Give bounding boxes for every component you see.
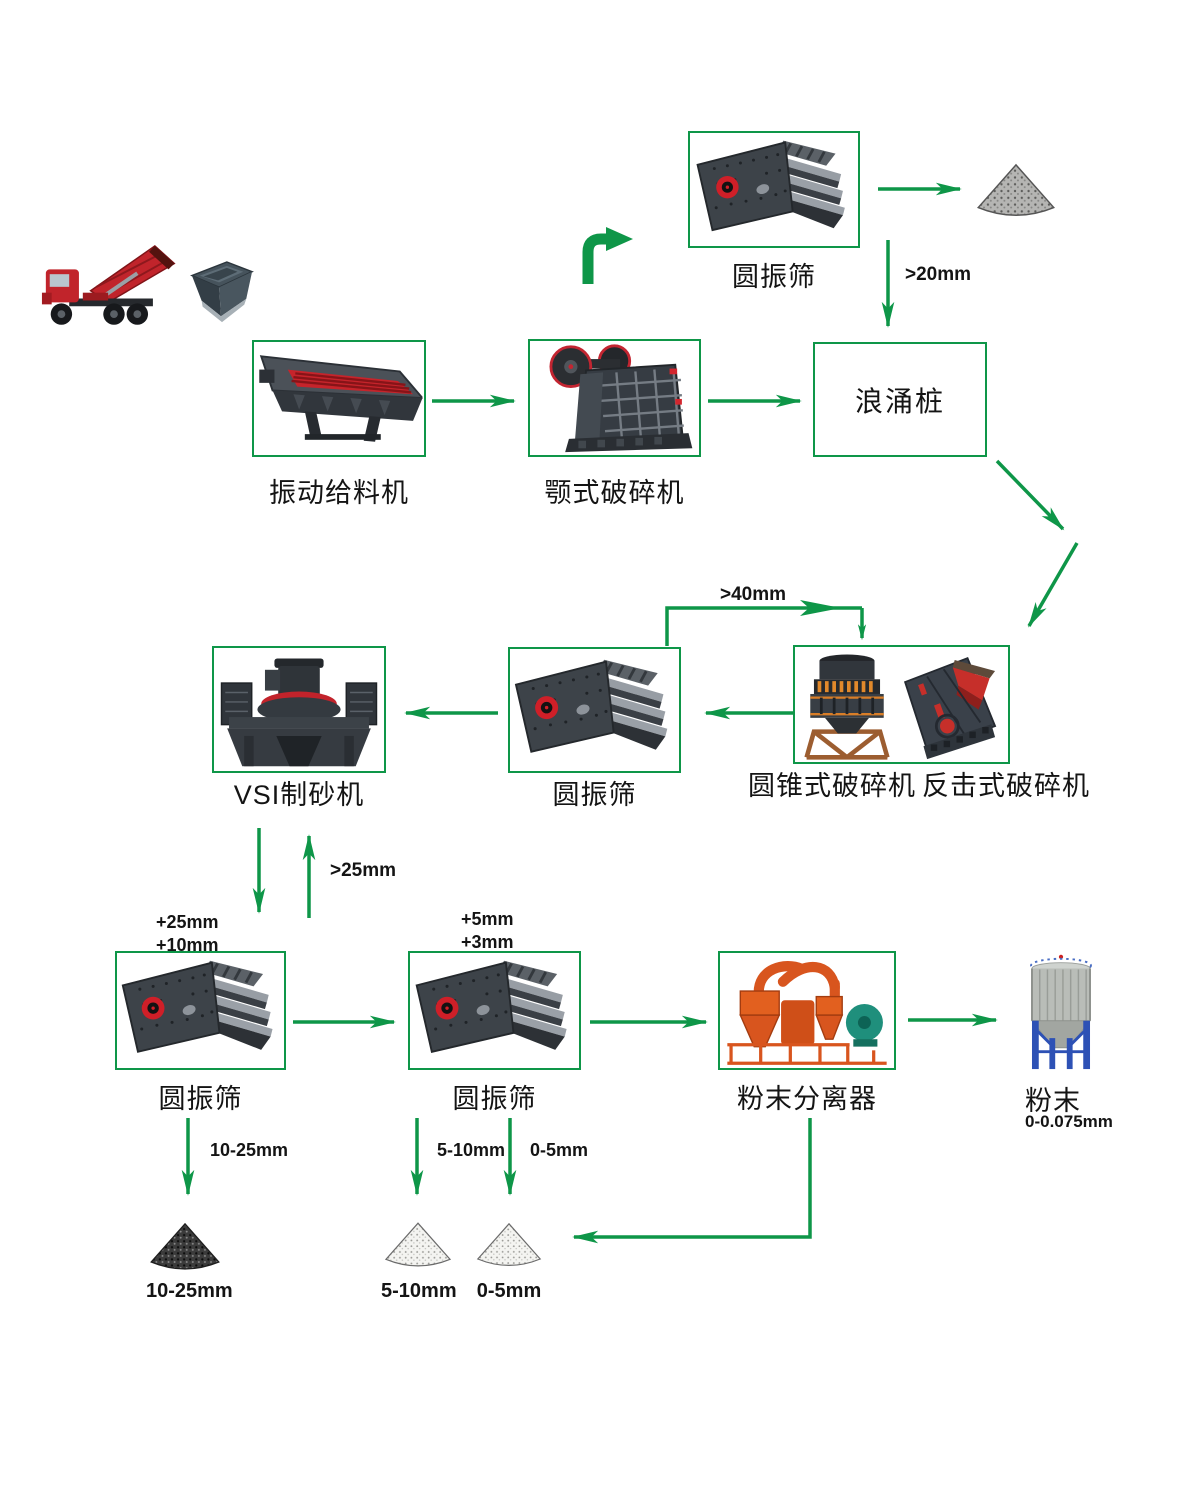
arrow-turn-up-right-head — [606, 227, 633, 251]
impact-crusher-label: 反击式破碎机 — [922, 771, 1090, 801]
arrow-separator-return — [572, 1118, 812, 1244]
powder-silo-label: 粉末 — [1025, 1086, 1081, 1116]
pile-5-10-label: 5-10mm — [381, 1280, 457, 1302]
flow-label-plus3: +3mm — [461, 931, 514, 952]
hopper-image — [190, 260, 254, 328]
vibrating-feeder-image — [255, 343, 423, 455]
gravel-pile-top-image — [972, 162, 1060, 224]
flow-label-plus5: +5mm — [461, 909, 514, 929]
screen-mid-label: 圆振筛 — [552, 780, 637, 810]
flow-label-over25: >25mm — [330, 860, 397, 881]
vibrating-screen-image — [512, 654, 677, 767]
arrow-surge-diagonal-2 — [1027, 542, 1079, 628]
pile-10-25-label: 10-25mm — [146, 1280, 233, 1302]
pile-5-10-image — [381, 1217, 455, 1277]
arrow-surge-diagonal-1 — [995, 459, 1065, 531]
vibrating-screen-image — [692, 135, 856, 245]
flow-label-plus25-plus10: +25mm +10mm — [156, 911, 219, 956]
feeder-box — [252, 340, 426, 457]
pile-10-25-image — [146, 1219, 224, 1279]
screen-bottom-left-box — [115, 951, 286, 1070]
cone-crusher-label: 圆锥式破碎机 — [748, 771, 916, 801]
flow-label-plus5-plus3: +5mm +3mm — [461, 908, 514, 953]
screen-bottom-mid-box — [408, 951, 581, 1070]
cone-crusher-image — [801, 649, 893, 761]
screen-top-box — [688, 131, 860, 248]
powder-separator-box — [718, 951, 896, 1070]
crushers-box — [793, 645, 1010, 764]
pile-0-5-label: 0-5mm — [476, 1280, 542, 1302]
flow-label-out-10-25: 10-25mm — [210, 1140, 289, 1160]
surge-bin-label: 浪涌桩 — [854, 385, 945, 417]
powder-separator-label: 粉末分离器 — [737, 1084, 877, 1114]
vsi-label: VSI制砂机 — [233, 780, 365, 810]
powder-separator-image — [721, 954, 893, 1067]
flow-label-plus25: +25mm — [156, 912, 219, 932]
flow-label-out-0-5: 0-5mm — [530, 1140, 589, 1160]
arrow-turn-up-right — [582, 233, 606, 284]
flow-label-out-5-10: 5-10mm — [437, 1140, 506, 1160]
dump-truck-image — [40, 230, 186, 332]
screen-mid-box — [508, 647, 681, 773]
jaw-crusher-image — [532, 342, 697, 454]
surge-bin-box: 浪涌桩 — [813, 342, 987, 457]
pile-0-5-image — [473, 1217, 545, 1277]
flow-label-over20: >20mm — [905, 264, 972, 285]
flow-label-plus10: +10mm — [156, 934, 219, 955]
vsi-box — [212, 646, 386, 773]
screen-bottom-mid-label: 圆振筛 — [452, 1084, 537, 1114]
arrow-over40-line — [665, 606, 862, 646]
vsi-sand-maker-image — [215, 649, 383, 770]
screen-top-label: 圆振筛 — [732, 262, 816, 292]
feeder-label: 振动给料机 — [269, 478, 409, 508]
arrow-over40-head — [800, 600, 841, 616]
jaw-crusher-box — [528, 339, 701, 457]
powder-silo-size-label: 0-0.075mm — [1025, 1112, 1113, 1131]
vibrating-screen-image — [412, 955, 577, 1067]
jaw-crusher-label: 颚式破碎机 — [544, 478, 685, 508]
flow-label-over40: >40mm — [720, 584, 787, 605]
vibrating-screen-image — [119, 955, 282, 1067]
screen-bottom-left-label: 圆振筛 — [158, 1084, 243, 1114]
impact-crusher-image — [899, 649, 1003, 761]
powder-silo-image — [1022, 953, 1100, 1071]
